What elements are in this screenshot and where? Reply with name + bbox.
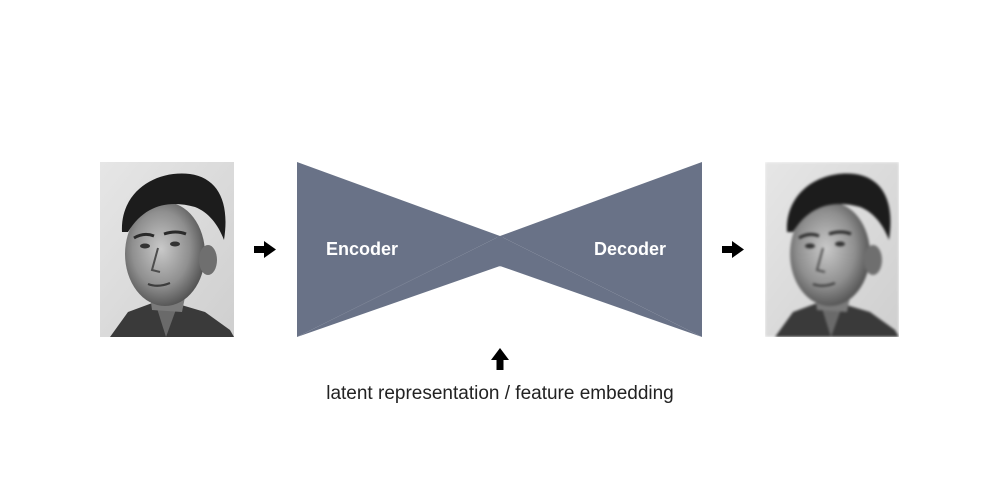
latent-representation-caption: latent representation / feature embeddin…	[326, 383, 674, 404]
decoder-shape	[500, 162, 702, 337]
input-arrow-icon	[254, 241, 276, 258]
encoder-label: Encoder	[326, 239, 399, 259]
encoder-shape	[297, 162, 500, 337]
decoder-shape-lower	[500, 236, 702, 337]
input-portrait-graphic	[100, 162, 234, 337]
latent-arrow-icon	[491, 348, 509, 370]
encoder-shape-lower	[297, 236, 500, 337]
decoder-label: Decoder	[594, 239, 667, 259]
output-portrait-graphic	[765, 162, 899, 337]
output-portrait-image	[765, 162, 899, 337]
output-arrow-icon	[722, 241, 744, 258]
input-portrait-image	[100, 162, 234, 337]
